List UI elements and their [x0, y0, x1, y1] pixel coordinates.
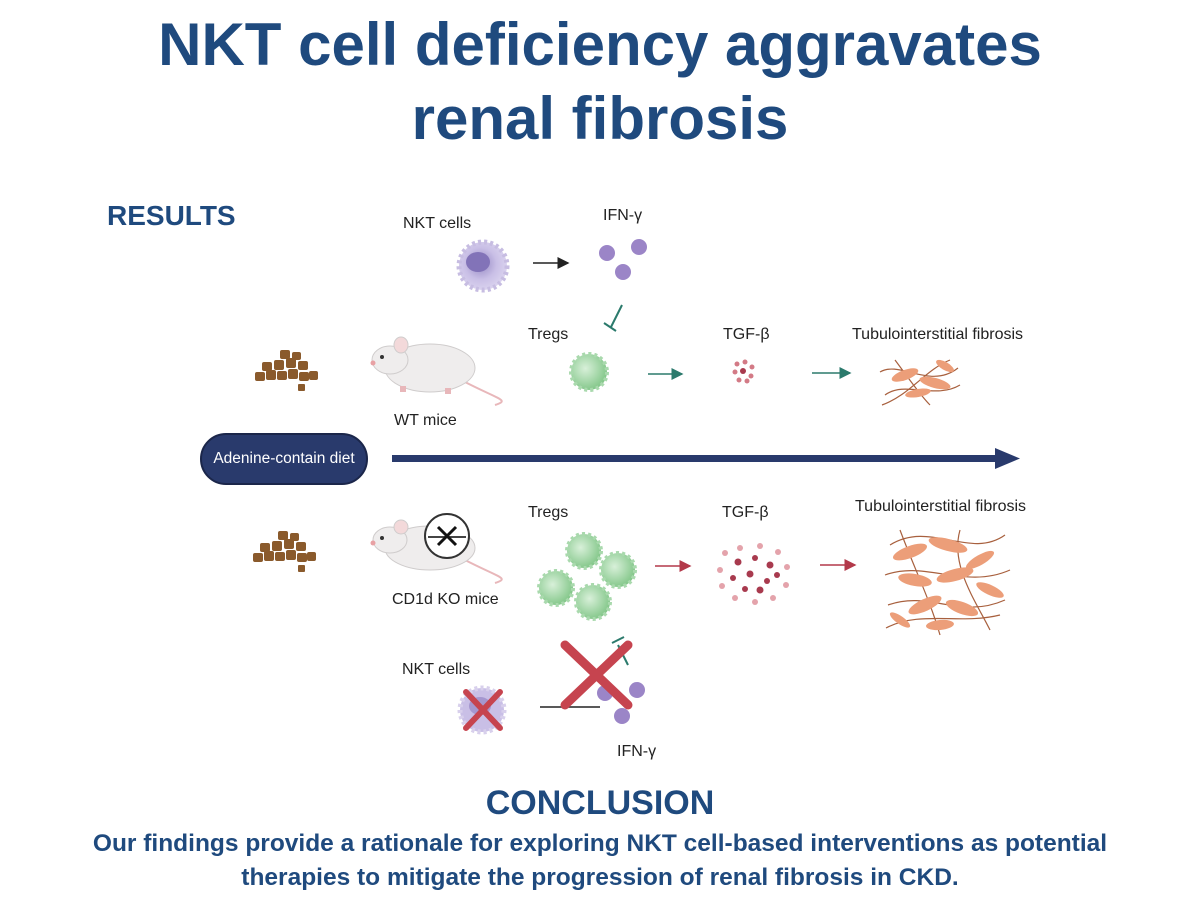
cd1d-ko-mice-label: CD1d KO mice: [392, 591, 499, 608]
title-line-1: NKT cell deficiency aggravates: [158, 11, 1042, 78]
top-tgf-label: TGF-β: [723, 326, 770, 343]
wt-mice-label: WT mice: [394, 412, 457, 429]
tgf-beta-icon-bottom: [717, 543, 790, 605]
top-fibrosis-label: Tubulointerstitial fibrosis: [852, 326, 1024, 343]
results-heading: RESULTS: [107, 200, 236, 231]
top-tregs-label: Tregs: [528, 326, 569, 343]
conclusion-line-2: therapies to mitigate the progression of…: [241, 864, 959, 891]
top-nkt-label: NKT cells: [403, 215, 472, 232]
timeline-arrow: [392, 448, 1020, 469]
title-line-2: renal fibrosis: [411, 85, 789, 152]
bottom-fibrosis-label: Tubulointerstitial fibrosis: [855, 498, 1027, 515]
bottom-tregs-label: Tregs: [528, 504, 569, 521]
treg-cell-icon: [569, 352, 609, 392]
page-title: NKT cell deficiency aggravates renal fib…: [0, 8, 1200, 156]
bottom-nkt-label: NKT cells: [402, 661, 471, 678]
top-ifn-label: IFN-γ: [603, 207, 643, 224]
tgf-beta-icon: [732, 359, 755, 384]
nkt-cell-absent-icon: [457, 685, 507, 735]
treg-cells-icon: [537, 532, 637, 621]
inhibition-arrow-ifn-to-treg: [603, 304, 623, 332]
bottom-tgf-label: TGF-β: [722, 504, 769, 521]
ifn-gamma-icon-bottom: [597, 682, 645, 724]
diet-pellets-icon-bottom: [253, 531, 316, 572]
diet-pellets-icon: [255, 350, 318, 391]
fibrosis-icon: [879, 359, 961, 406]
wt-mouse-icon: [370, 336, 503, 406]
fibrosis-icon-bottom: [884, 529, 1011, 636]
conclusion-heading: CONCLUSION: [485, 784, 715, 822]
pathway-blocked-cross-icon: [560, 640, 633, 710]
nkt-cell-icon: [456, 239, 510, 293]
conclusion-line-1: Our findings provide a rationale for exp…: [92, 830, 1108, 857]
adenine-diet-badge: Adenine-contain diet: [200, 433, 368, 485]
bottom-ifn-label: IFN-γ: [617, 743, 657, 760]
ifn-gamma-icon: [599, 239, 647, 280]
knockout-badge-icon: [424, 513, 470, 559]
